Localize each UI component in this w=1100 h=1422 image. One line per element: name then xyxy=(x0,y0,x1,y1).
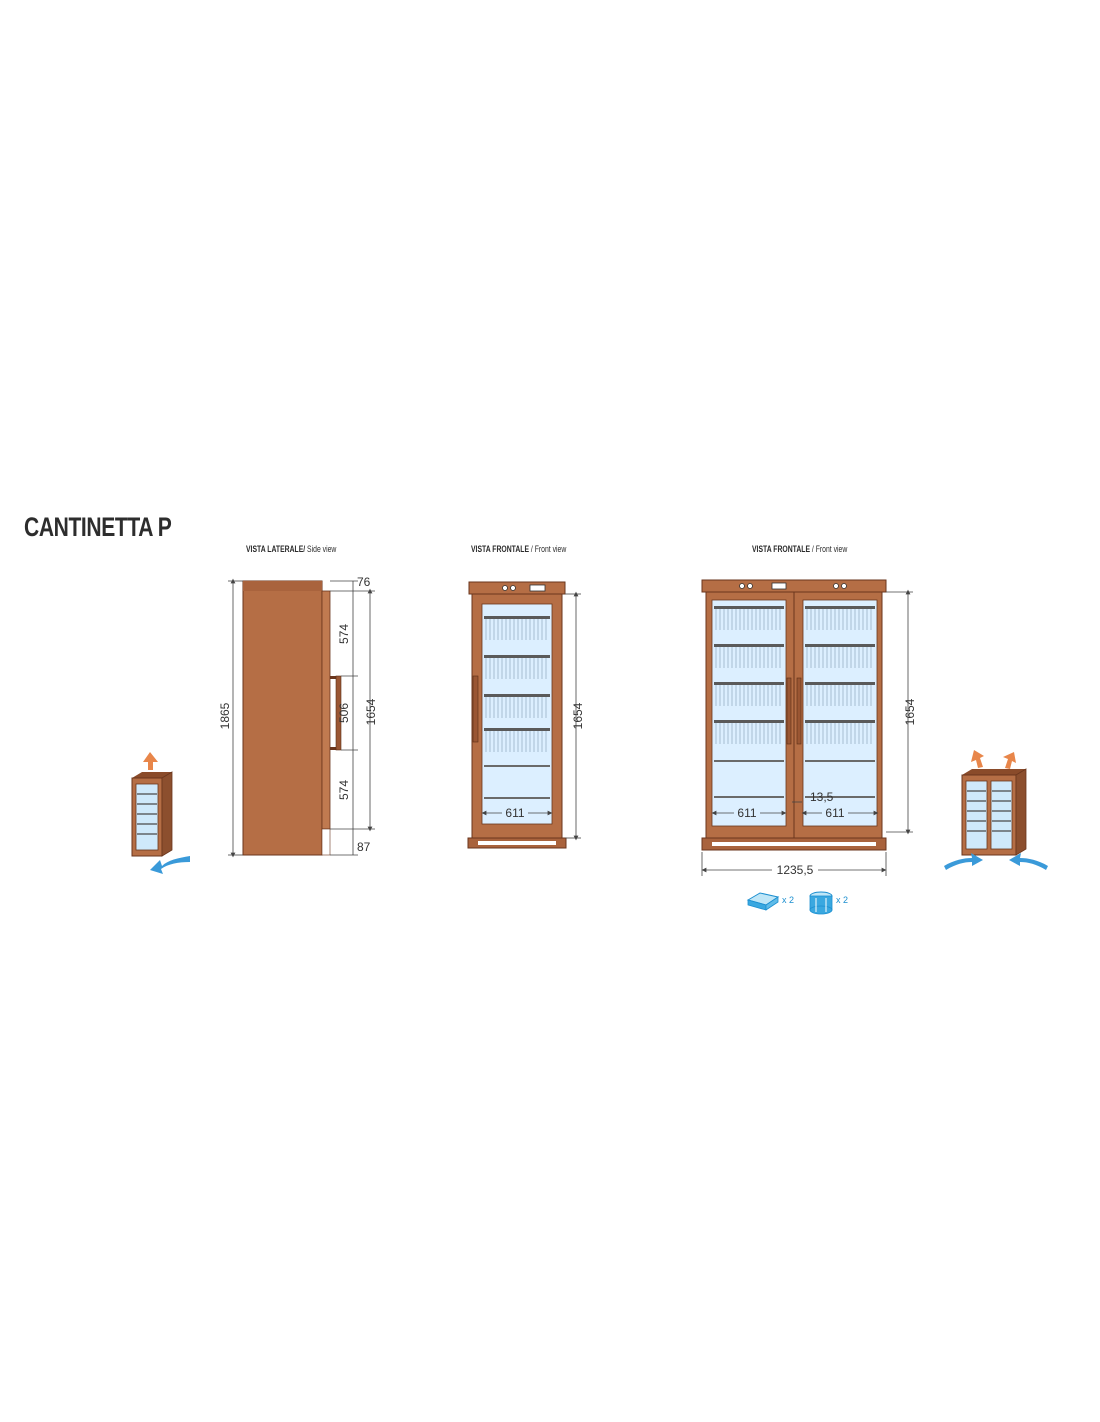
double-front-view-label: VISTA FRONTALE / Front view xyxy=(752,544,848,555)
page-title: CANTINETTA P xyxy=(24,512,172,542)
bottle-rack-shelf xyxy=(714,682,784,706)
airflow-out-arrows-icon xyxy=(971,750,1016,769)
double-front-view-cabinet xyxy=(701,579,887,851)
dim-side-upper: 574 xyxy=(337,624,351,644)
side-view-label: VISTA LATERALE/ Side view xyxy=(246,544,337,555)
front-view-label: VISTA FRONTALE / Front view xyxy=(471,544,567,555)
bottle-rack-shelf xyxy=(484,728,550,752)
bottle-rack-shelf xyxy=(484,616,550,640)
airflow-in-arrows-icon xyxy=(944,853,1048,870)
bottle-rack-shelf xyxy=(805,682,875,706)
bottle-rack-shelf xyxy=(805,644,875,668)
double-front-view-shelves xyxy=(714,606,875,798)
dim-double-width-left: 611 xyxy=(737,806,756,820)
front-view-dimension-lines xyxy=(481,591,581,841)
dim-double-gap: 13,5 xyxy=(810,790,834,804)
bottle-rack-shelf xyxy=(805,720,875,744)
dim-side-lower: 574 xyxy=(337,780,351,800)
flat-shelf xyxy=(805,760,875,762)
airflow-in-arrow-icon xyxy=(150,856,190,874)
flat-shelf xyxy=(484,765,550,767)
dim-front-height: 1654 xyxy=(571,702,585,729)
bottle-rack-shelf xyxy=(805,606,875,630)
side-view-dimension-lines xyxy=(228,578,375,858)
dim-side-top: 76 xyxy=(357,575,371,589)
bottle-rack-shelf xyxy=(714,606,784,630)
accessory-qty-rack: x 2 xyxy=(836,895,848,905)
airflow-out-arrow-icon xyxy=(143,752,158,770)
front-view-shelves xyxy=(484,616,550,799)
single-cabinet-iso-icon xyxy=(131,771,173,857)
dim-double-width-right: 611 xyxy=(825,806,844,820)
flat-shelf xyxy=(714,796,784,798)
flat-shelf xyxy=(484,797,550,799)
dim-side-total: 1865 xyxy=(218,702,232,729)
double-view-dimension-lines xyxy=(701,589,913,876)
bottle-rack-shelf xyxy=(714,720,784,744)
double-cabinet-iso-icon xyxy=(961,768,1027,856)
dim-side-handle: 506 xyxy=(337,703,351,723)
bottle-rack-shelf xyxy=(484,694,550,718)
bottle-rack-icon xyxy=(809,891,833,915)
dim-double-height: 1654 xyxy=(903,698,917,725)
bottle-rack-shelf xyxy=(484,655,550,679)
flat-shelf xyxy=(714,760,784,762)
dim-double-total: 1235,5 xyxy=(777,863,814,877)
bottle-rack-shelf xyxy=(714,644,784,668)
accessory-qty-shelf: x 2 xyxy=(782,895,794,905)
dim-side-door: 1654 xyxy=(364,698,378,725)
dim-side-base: 87 xyxy=(357,840,371,854)
shelf-tray-icon xyxy=(746,892,780,911)
side-view-cabinet xyxy=(242,580,342,856)
flat-shelf xyxy=(805,796,875,798)
dim-front-width: 611 xyxy=(505,806,524,820)
